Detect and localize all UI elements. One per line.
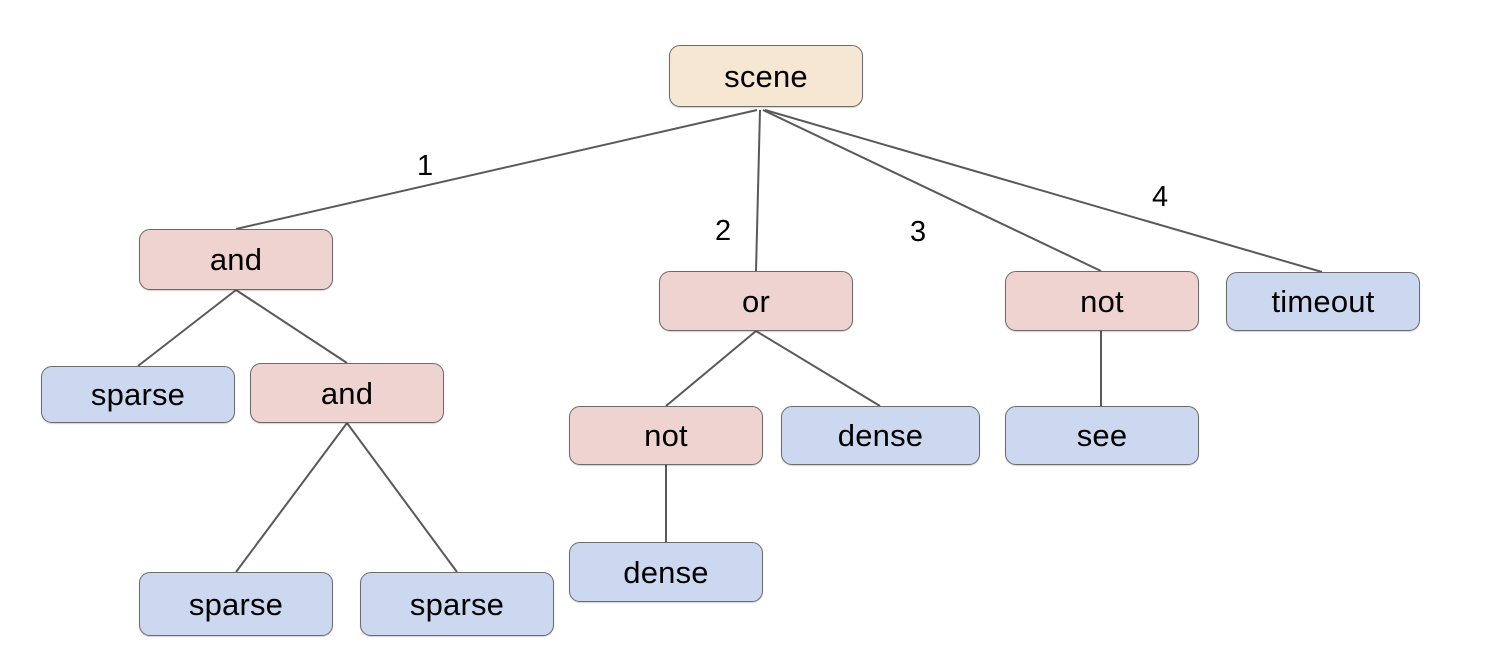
- tree-node-dense1[interactable]: dense: [781, 406, 980, 465]
- tree-node-not_r[interactable]: not: [1005, 271, 1199, 331]
- tree-node-label: scene: [724, 58, 808, 94]
- tree-node-timeout[interactable]: timeout: [1226, 272, 1420, 331]
- tree-edge-or1-not_m: [665, 330, 757, 407]
- tree-node-label: and: [209, 242, 263, 277]
- tree-node-sparse1[interactable]: sparse: [41, 366, 235, 423]
- tree-node-sparse2[interactable]: sparse: [139, 572, 333, 636]
- tree-node-label: timeout: [1271, 284, 1375, 319]
- edge-label-3: 3: [910, 216, 927, 248]
- tree-node-label: or: [742, 283, 770, 319]
- edge-label-4: 4: [1152, 181, 1169, 213]
- edge-label-1: 1: [417, 150, 434, 182]
- tree-node-and1[interactable]: and: [139, 229, 333, 290]
- tree-node-label: not: [644, 418, 688, 453]
- tree-node-label: not: [1080, 283, 1124, 319]
- tree-node-label: and: [320, 375, 374, 411]
- tree-edge-and1-and2: [235, 289, 348, 364]
- tree-edge-and1-sparse1: [137, 289, 237, 367]
- tree-node-label: sparse: [90, 377, 186, 412]
- tree-node-and2[interactable]: and: [250, 363, 444, 423]
- tree-edge-scene-timeout: [764, 109, 1323, 273]
- tree-node-label: dense: [623, 554, 709, 590]
- tree-node-label: sparse: [409, 586, 505, 622]
- tree-edge-or1-dense1: [755, 330, 881, 407]
- tree-node-label: see: [1076, 418, 1128, 453]
- tree-node-see[interactable]: see: [1005, 406, 1199, 465]
- tree-node-dense2[interactable]: dense: [569, 542, 763, 602]
- tree-edge-and2-sparse2: [235, 422, 348, 573]
- tree-edge-scene-or1: [755, 109, 761, 272]
- tree-edge-scene-not_r: [762, 109, 1102, 272]
- tree-node-label: dense: [837, 418, 924, 453]
- tree-edge-and2-sparse3: [346, 422, 458, 573]
- tree-node-label: sparse: [188, 586, 284, 622]
- tree-node-or1[interactable]: or: [659, 271, 853, 331]
- tree-node-scene[interactable]: scene: [669, 45, 863, 107]
- edge-label-2: 2: [715, 215, 732, 247]
- tree-edge-scene-and1: [235, 109, 758, 230]
- tree-node-not_m[interactable]: not: [569, 406, 763, 465]
- tree-node-sparse3[interactable]: sparse: [360, 572, 554, 636]
